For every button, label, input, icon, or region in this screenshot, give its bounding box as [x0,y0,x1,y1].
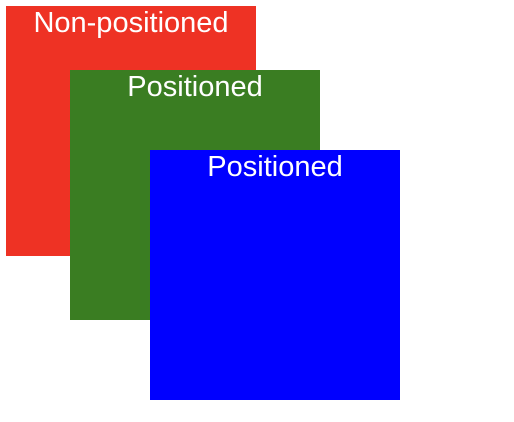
positioned-box-blue: Positioned [150,150,400,400]
non-positioned-label: Non-positioned [33,7,229,39]
positioned-label-green: Positioned [127,71,263,103]
positioned-label-blue: Positioned [207,151,343,183]
